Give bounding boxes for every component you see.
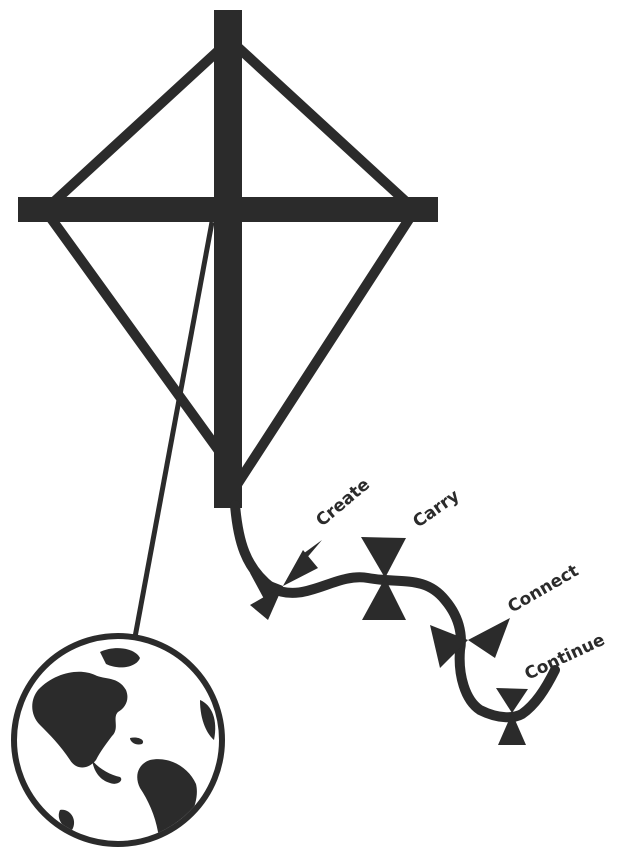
label-connect: Connect xyxy=(505,561,583,617)
tail-bow-create xyxy=(250,540,322,620)
tail-bow-connect xyxy=(430,618,510,668)
label-create: Create xyxy=(312,475,374,531)
kite-horizontal-spar xyxy=(18,197,438,222)
label-continue: Continue xyxy=(522,630,608,684)
kite-cross-icon xyxy=(18,10,438,508)
kite-string xyxy=(133,222,212,648)
label-carry: Carry xyxy=(409,486,463,532)
globe-icon xyxy=(14,636,222,844)
kite-vertical-spar xyxy=(214,10,242,508)
